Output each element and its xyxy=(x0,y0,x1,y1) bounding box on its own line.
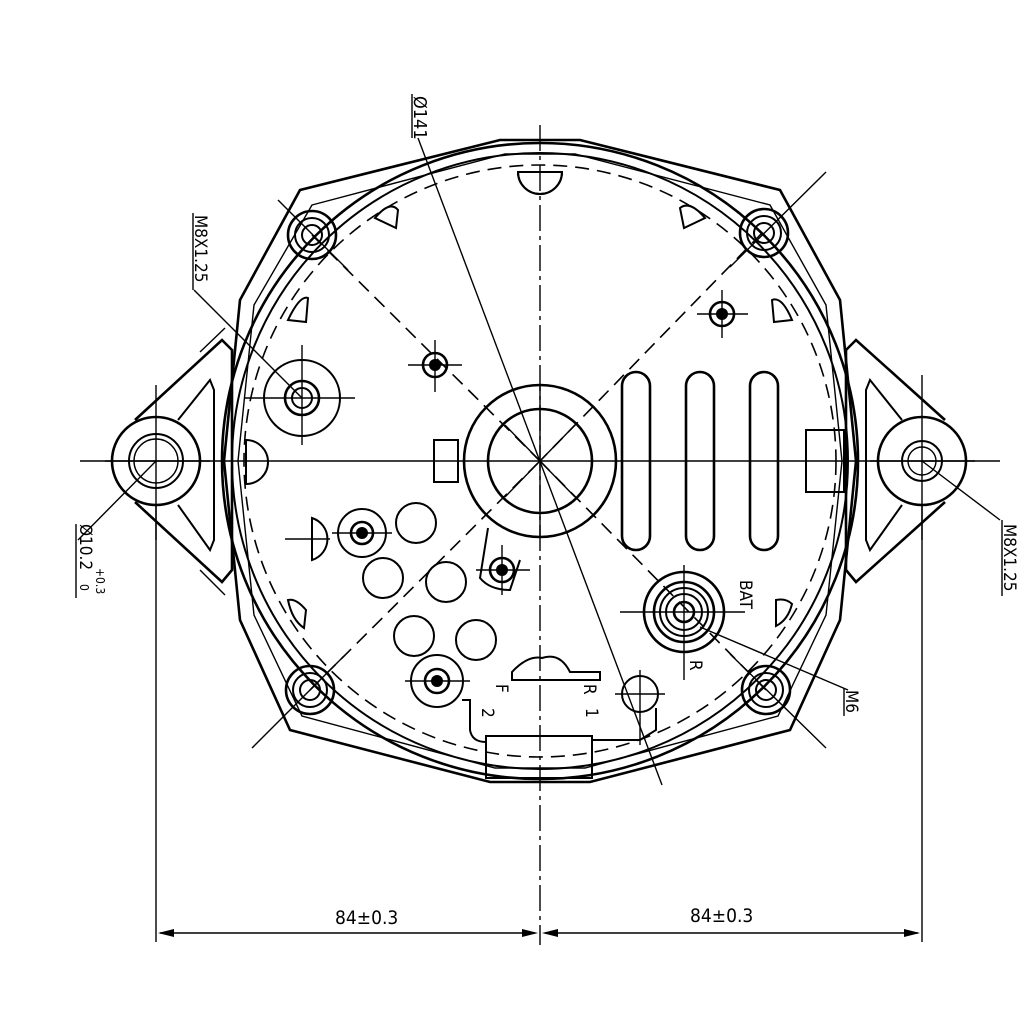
thread-right-label: M8X1.25 xyxy=(999,524,1019,591)
terminal-r-hole xyxy=(615,670,665,745)
hole-dia-label: Ø10.2 xyxy=(75,524,95,570)
small-hole-d xyxy=(476,545,530,595)
diameter-141-label: Ø141 xyxy=(409,96,430,140)
thread-left-label: M8X1.25 xyxy=(190,215,210,282)
cooling-slots xyxy=(620,370,845,552)
small-hole-a xyxy=(408,340,462,392)
dimension-lines xyxy=(155,505,923,942)
bolt-top-left xyxy=(277,199,349,271)
bearing-boss xyxy=(433,383,618,592)
right-span-label: 84±0.3 xyxy=(690,905,753,927)
hole-tol-lower-label: 0 xyxy=(77,584,91,591)
bolt-bottom-right xyxy=(729,653,827,749)
small-hole-c xyxy=(332,508,392,558)
left-mounting-ear xyxy=(105,327,234,596)
terminal-f-label: F xyxy=(491,684,511,693)
dimension-labels: 84±0.3 84±0.3 Ø141 M8X1.25 Ø10.2 +0.3 0 … xyxy=(75,94,1019,929)
bolt-bottom-left xyxy=(251,655,345,749)
m6-label: M6 xyxy=(841,690,861,713)
small-hole-e xyxy=(405,654,470,708)
leader-lines xyxy=(77,137,1001,786)
terminal-r2-label: R xyxy=(685,660,705,671)
housing xyxy=(220,138,860,784)
rim-notches xyxy=(245,171,794,630)
terminal-2-label: 2 xyxy=(477,708,497,718)
bat-label: BAT xyxy=(735,580,755,610)
terminal-r-label: R xyxy=(579,684,599,695)
small-hole-b xyxy=(697,290,748,338)
terminal-1-label: 1 xyxy=(581,708,601,718)
right-mounting-ear xyxy=(844,338,975,584)
left-span-label: 84±0.3 xyxy=(335,907,398,929)
bolt-top-right xyxy=(729,171,827,268)
vent-holes xyxy=(362,502,497,661)
bat-terminal xyxy=(620,565,745,680)
terminal-block xyxy=(462,655,657,779)
stud-m8-left xyxy=(245,345,355,445)
hole-tol-upper-label: +0.3 xyxy=(93,568,107,594)
